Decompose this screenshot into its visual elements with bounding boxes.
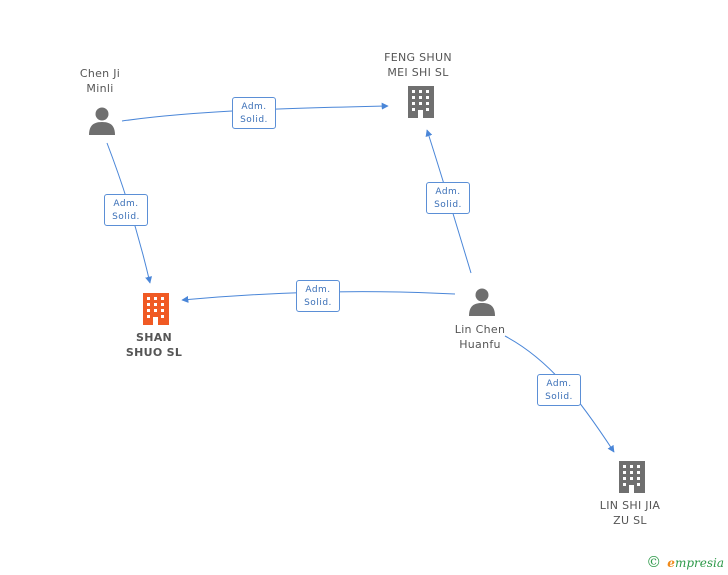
- building-icon[interactable]: [408, 86, 434, 118]
- edge-label: Adm. Solid.: [232, 97, 276, 129]
- brand-name: mpresia: [674, 556, 724, 570]
- building-icon-highlighted[interactable]: [143, 293, 169, 325]
- edge-label: Adm. Solid.: [426, 182, 470, 214]
- edge-label: Adm. Solid.: [537, 374, 581, 406]
- brand-logo[interactable]: © empresia: [646, 553, 724, 571]
- building-icon[interactable]: [619, 461, 645, 493]
- node-label-chen-ji-minli[interactable]: Chen Ji Minli: [79, 67, 121, 95]
- edge-label: Adm. Solid.: [296, 280, 340, 312]
- node-label-shan-shuo[interactable]: SHAN SHUO SL: [125, 331, 183, 359]
- person-icon[interactable]: [469, 288, 495, 317]
- edge-label: Adm. Solid.: [104, 194, 148, 226]
- brand-initial: e: [667, 556, 675, 570]
- copyright-icon: ©: [646, 553, 662, 571]
- node-label-lin-chen-huanfu[interactable]: Lin Chen Huanfu: [454, 323, 506, 351]
- node-label-feng-shun[interactable]: FENG SHUN MEI SHI SL: [384, 51, 452, 79]
- person-icon[interactable]: [89, 107, 115, 136]
- node-label-lin-shi-jia[interactable]: LIN SHI JIA ZU SL: [599, 499, 661, 527]
